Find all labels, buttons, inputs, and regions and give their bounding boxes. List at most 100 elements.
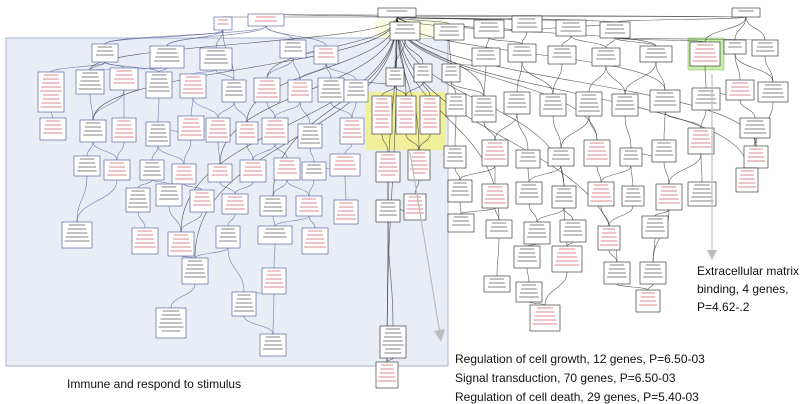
go-term-node[interactable]: [731, 7, 761, 18]
go-term-node[interactable]: [575, 91, 603, 117]
go-term-node[interactable]: [523, 221, 551, 245]
go-term-node[interactable]: [511, 15, 543, 33]
go-term-node-significant[interactable]: [481, 139, 509, 167]
go-term-node-significant[interactable]: [221, 193, 249, 215]
go-term-node-significant[interactable]: [583, 139, 611, 167]
go-term-node[interactable]: [485, 219, 513, 239]
go-term-node-significant[interactable]: [725, 79, 755, 101]
go-term-node[interactable]: [547, 147, 575, 167]
go-term-node[interactable]: [483, 275, 511, 293]
go-term-node[interactable]: [79, 119, 107, 143]
go-term-node[interactable]: [723, 39, 747, 55]
go-term-node-significant[interactable]: [333, 199, 359, 225]
go-term-node-significant[interactable]: [205, 117, 231, 143]
go-term-node-significant[interactable]: [313, 45, 339, 65]
go-term-node-significant[interactable]: [407, 149, 431, 181]
go-term-node[interactable]: [389, 21, 421, 41]
go-term-node[interactable]: [279, 39, 307, 59]
go-term-node[interactable]: [181, 257, 209, 285]
go-term-node[interactable]: [639, 261, 667, 285]
go-term-node[interactable]: [145, 121, 171, 147]
go-term-node-significant[interactable]: [339, 117, 365, 145]
go-term-node[interactable]: [297, 123, 323, 149]
go-term-node[interactable]: [221, 79, 247, 103]
go-term-node-significant[interactable]: [189, 189, 215, 213]
go-term-node[interactable]: [413, 63, 433, 83]
go-term-node-significant[interactable]: [375, 361, 399, 389]
go-term-node-significant[interactable]: [635, 289, 661, 313]
go-term-node-significant[interactable]: [551, 245, 583, 273]
go-term-node[interactable]: [301, 161, 327, 181]
go-term-node[interactable]: [611, 93, 639, 117]
go-term-node[interactable]: [73, 155, 101, 177]
go-term-node[interactable]: [155, 183, 183, 207]
go-term-node-significant[interactable]: [37, 71, 65, 113]
go-term-node[interactable]: [377, 7, 417, 18]
go-term-node[interactable]: [471, 95, 497, 123]
go-term-node[interactable]: [515, 181, 543, 205]
go-term-node-significant[interactable]: [239, 159, 267, 183]
go-term-node[interactable]: [447, 179, 473, 203]
go-term-node[interactable]: [445, 93, 467, 117]
go-term-node[interactable]: [513, 245, 541, 269]
go-term-node-significant[interactable]: [167, 231, 195, 257]
go-term-node[interactable]: [447, 213, 475, 233]
go-term-node[interactable]: [199, 47, 233, 71]
go-term-node-significant[interactable]: [419, 95, 441, 135]
go-term-node-significant[interactable]: [207, 163, 233, 183]
go-term-node[interactable]: [515, 281, 543, 303]
go-term-node[interactable]: [379, 325, 407, 359]
go-term-node-significant[interactable]: [253, 77, 281, 103]
go-term-node-significant[interactable]: [213, 16, 233, 31]
go-term-node[interactable]: [757, 81, 789, 103]
go-term-node[interactable]: [259, 195, 287, 217]
go-term-node-significant[interactable]: [329, 153, 361, 177]
go-term-node-significant[interactable]: [111, 117, 137, 143]
go-term-node[interactable]: [555, 19, 587, 37]
go-term-node[interactable]: [91, 43, 119, 63]
go-term-node[interactable]: [375, 199, 401, 223]
go-term-node[interactable]: [441, 63, 461, 83]
go-term-node-significant[interactable]: [103, 159, 131, 181]
go-term-node-significant[interactable]: [247, 13, 285, 27]
go-term-node[interactable]: [599, 21, 631, 39]
go-term-node-significant[interactable]: [295, 195, 323, 217]
go-term-node-significant[interactable]: [261, 117, 289, 145]
go-term-node-significant[interactable]: [109, 67, 139, 91]
go-term-node-significant[interactable]: [375, 151, 401, 183]
go-term-node[interactable]: [145, 71, 173, 99]
go-term-node-significant[interactable]: [403, 193, 427, 221]
go-term-node[interactable]: [149, 45, 185, 69]
go-term-node[interactable]: [641, 215, 669, 239]
go-term-node-significant[interactable]: [743, 145, 769, 169]
go-term-node-significant[interactable]: [597, 225, 621, 251]
go-term-node-significant[interactable]: [587, 181, 615, 207]
go-term-node[interactable]: [385, 67, 405, 87]
go-term-node[interactable]: [231, 291, 257, 317]
go-term-node[interactable]: [691, 87, 721, 111]
go-term-node[interactable]: [443, 145, 467, 169]
go-term-node[interactable]: [473, 19, 505, 39]
go-term-node[interactable]: [651, 139, 677, 163]
go-term-node-significant[interactable]: [273, 157, 301, 181]
go-term-node[interactable]: [547, 45, 577, 65]
go-term-node[interactable]: [687, 181, 717, 207]
go-term-node-significant[interactable]: [179, 73, 207, 99]
go-term-node-significant[interactable]: [371, 95, 393, 135]
go-term-node-significant[interactable]: [687, 127, 715, 155]
go-term-node[interactable]: [507, 43, 537, 63]
go-term-node-significant[interactable]: [529, 304, 561, 332]
go-term-node[interactable]: [603, 261, 631, 285]
go-term-node-significant[interactable]: [39, 117, 67, 141]
go-term-node[interactable]: [139, 159, 165, 181]
go-term-node[interactable]: [433, 23, 465, 41]
go-term-node[interactable]: [639, 45, 673, 63]
go-term-node[interactable]: [61, 221, 93, 249]
go-term-node-significant[interactable]: [735, 167, 759, 193]
go-term-node[interactable]: [751, 39, 779, 57]
go-term-node[interactable]: [621, 185, 645, 207]
go-term-node[interactable]: [619, 147, 643, 167]
go-term-node[interactable]: [259, 333, 287, 357]
go-term-node[interactable]: [591, 47, 621, 67]
go-term-node-significant[interactable]: [287, 79, 313, 103]
